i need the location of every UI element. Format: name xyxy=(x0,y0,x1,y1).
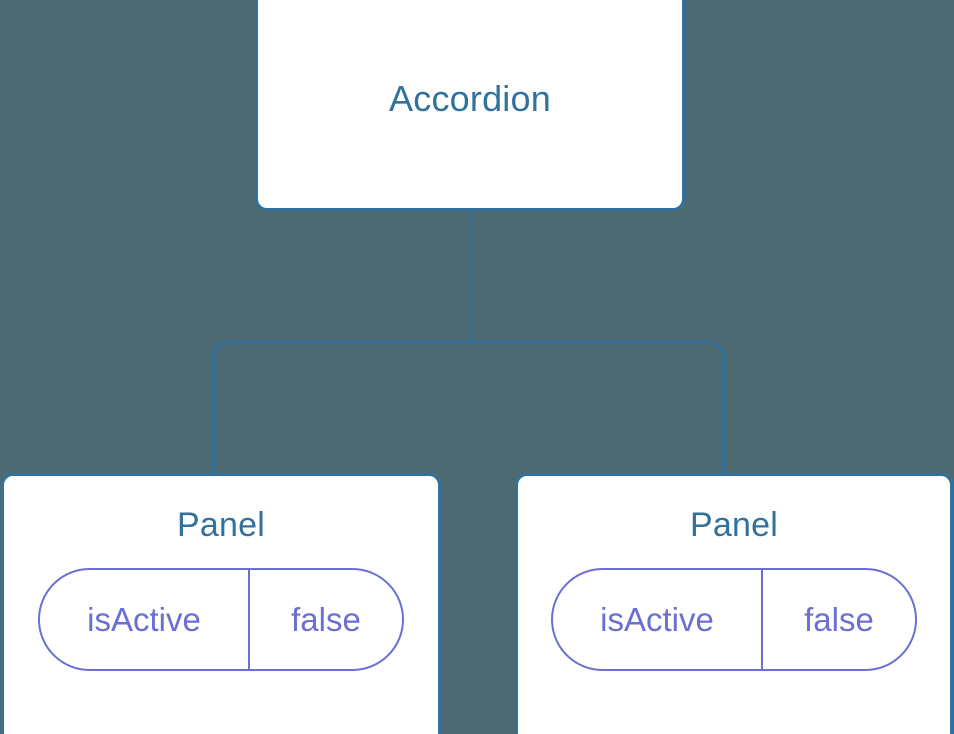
connector-branch-right xyxy=(470,341,725,476)
node-title-panel-1: Panel xyxy=(177,506,265,544)
node-title-panel-2: Panel xyxy=(690,506,778,544)
node-title-accordion: Accordion xyxy=(389,77,551,119)
prop-value-cell-2: false xyxy=(763,570,915,669)
node-accordion[interactable]: Accordion xyxy=(255,0,685,211)
node-panel-1[interactable]: Panel isActive false xyxy=(1,473,441,734)
prop-key-label-1: isActive xyxy=(87,601,201,638)
prop-pill-isactive-2[interactable]: isActive false xyxy=(551,568,917,671)
node-panel-2[interactable]: Panel isActive false xyxy=(515,473,953,734)
connector-branch-left xyxy=(212,341,471,476)
prop-value-label-2: false xyxy=(804,601,874,638)
prop-key-cell-2: isActive xyxy=(553,570,763,669)
prop-pill-isactive-1[interactable]: isActive false xyxy=(38,568,404,671)
prop-key-cell-1: isActive xyxy=(40,570,250,669)
prop-value-label-1: false xyxy=(291,601,361,638)
prop-key-label-2: isActive xyxy=(600,601,714,638)
prop-value-cell-1: false xyxy=(250,570,402,669)
